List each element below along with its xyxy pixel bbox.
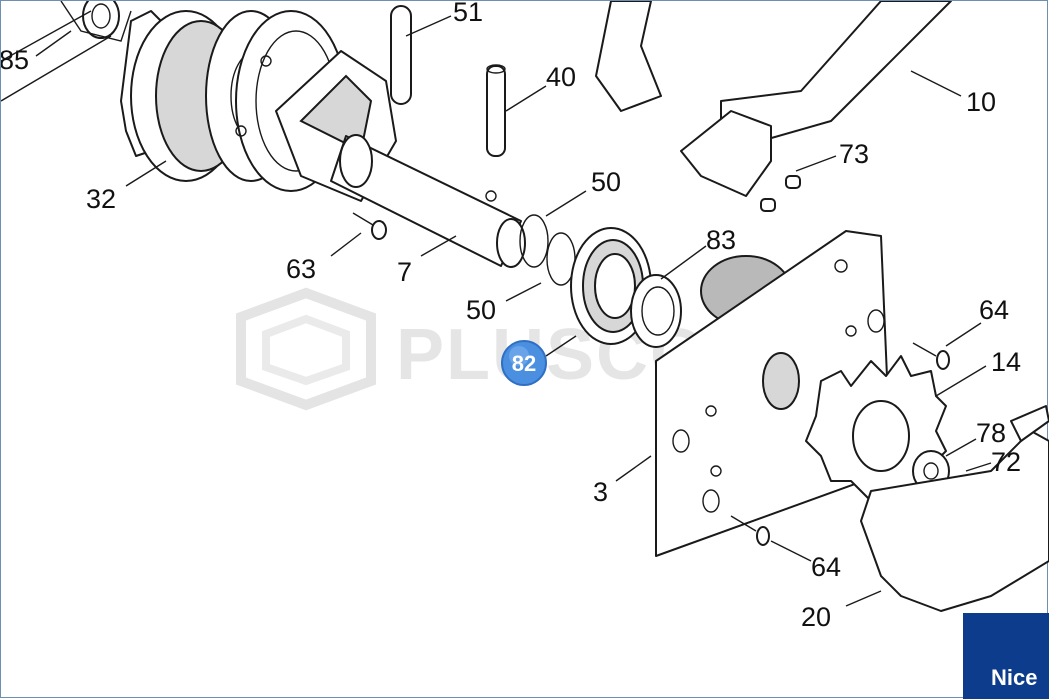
brand-logo: Nice <box>963 613 1049 699</box>
callout-64-bottom: 64 <box>811 552 841 582</box>
callout-85: 85 <box>1 45 29 75</box>
part-51-pin[interactable] <box>390 5 412 105</box>
part-64-screw-top[interactable] <box>912 342 950 370</box>
callout-7: 7 <box>397 257 412 287</box>
leader-lines <box>35 15 992 607</box>
callout-20: 20 <box>801 602 831 632</box>
part-20-cover[interactable] <box>860 405 1049 612</box>
part-83-seal[interactable] <box>630 274 682 348</box>
callout-78: 78 <box>976 418 1006 448</box>
callout-72: 72 <box>991 447 1021 477</box>
callout-14: 14 <box>991 347 1021 377</box>
callout-10: 10 <box>966 87 996 117</box>
part-63-screw[interactable] <box>352 212 387 240</box>
callout-51: 51 <box>453 1 483 27</box>
callout-3: 3 <box>593 477 608 507</box>
callout-50-top: 50 <box>591 167 621 197</box>
callout-40: 40 <box>546 62 576 92</box>
callout-83: 83 <box>706 225 736 255</box>
callout-73: 73 <box>839 139 869 169</box>
part-7-shaft[interactable] <box>275 50 526 268</box>
part-85[interactable] <box>1 1 132 102</box>
callout-50-bottom: 50 <box>466 295 496 325</box>
callout-labels: 85 51 40 10 73 32 50 63 7 83 50 64 14 78… <box>1 1 1021 632</box>
brand-logo-icon <box>963 613 1049 699</box>
brand-logo-text: Nice <box>991 665 1037 690</box>
part-64-screw-bottom[interactable] <box>730 515 770 546</box>
part-40-pin[interactable] <box>486 64 506 157</box>
callout-82-badge[interactable]: 82 <box>501 340 547 386</box>
part-14-gear[interactable] <box>805 355 947 502</box>
part-10-arm[interactable] <box>595 1 952 212</box>
callout-63: 63 <box>286 254 316 284</box>
callout-32: 32 <box>86 184 116 214</box>
watermark-logo-icon <box>236 287 376 411</box>
part-50-circlip[interactable] <box>519 214 576 286</box>
callout-64-top: 64 <box>979 295 1009 325</box>
callout-82: 82 <box>512 351 536 376</box>
